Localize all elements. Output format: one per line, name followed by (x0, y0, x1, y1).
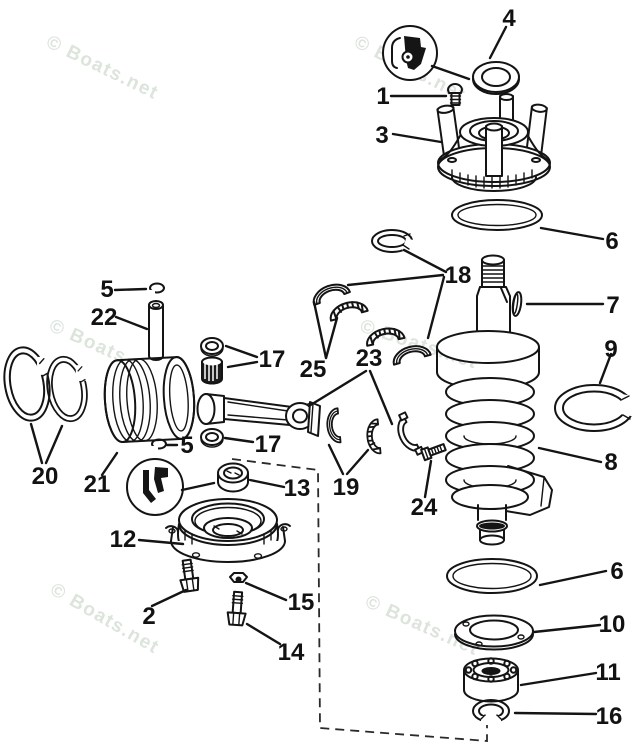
callout-19: 19 (333, 474, 360, 501)
needle-cage-half-upper (329, 301, 369, 322)
leader-lines (29, 25, 613, 716)
leader-17-lower (223, 436, 255, 444)
bearing-liner-half-upper (312, 283, 351, 306)
callout-5-upper: 5 (100, 276, 113, 303)
callout-5-lower: 5 (180, 432, 193, 459)
callout-4: 4 (502, 5, 516, 32)
seal-detail-inset-lower (126, 458, 216, 516)
key-part-7 (511, 291, 523, 317)
leader-15 (244, 581, 288, 602)
callout-9: 9 (604, 336, 617, 363)
callout-24: 24 (411, 494, 438, 521)
callout-8: 8 (604, 449, 617, 476)
leader-9 (598, 352, 613, 385)
bearing-liner-half-lower (392, 345, 432, 366)
leader-6-bottom (538, 569, 608, 587)
leader-13 (248, 478, 286, 489)
pin-clip-lower-part-5 (150, 438, 167, 451)
retaining-ring-part-9 (554, 384, 640, 432)
leader-8 (537, 446, 603, 464)
connecting-rod-part-23 (196, 393, 321, 437)
callout-21: 21 (84, 471, 111, 498)
bolt-part-14 (226, 590, 247, 627)
washer-plate-part-10 (454, 614, 534, 651)
bearing-housing-part-3 (436, 93, 551, 192)
o-ring-bottom-part-6 (446, 558, 538, 594)
leader-10 (532, 623, 602, 634)
crankshaft-part-8 (436, 254, 553, 546)
callout-12: 12 (110, 526, 137, 553)
leader-24 (423, 459, 433, 499)
leader-12 (137, 538, 185, 546)
assembly-dashed-line (231, 458, 488, 742)
leader-18 (346, 248, 448, 340)
callout-10: 10 (599, 611, 626, 638)
seal-part-13 (217, 462, 249, 493)
leader-20 (29, 422, 64, 465)
callout-25: 25 (300, 356, 327, 383)
rod-bearing-shell (326, 407, 342, 444)
piston-ring-inner (46, 355, 89, 423)
callout-13: 13 (284, 475, 311, 502)
callout-18: 18 (445, 262, 472, 289)
watermark: © Boats.net (43, 32, 162, 105)
retaining-ring-part-16 (472, 699, 510, 725)
leader-11 (519, 671, 598, 687)
callout-23: 23 (356, 345, 383, 372)
piston-part-21 (103, 356, 196, 444)
leader-14 (245, 622, 282, 646)
snap-ring-part-18 (371, 229, 422, 256)
cap-screw-part-24 (420, 443, 447, 462)
callout-numbers: 4 1 3 6 18 7 9 8 5 22 17 25 23 5 17 21 2… (32, 5, 626, 730)
ball-bearing-part-11 (463, 657, 519, 703)
callout-2: 2 (142, 603, 155, 630)
callout-15: 15 (288, 589, 315, 616)
leader-25 (312, 300, 339, 360)
crankcase-head-part-12 (165, 498, 291, 563)
seal-detail-inset (382, 25, 471, 81)
callout-7: 7 (606, 292, 619, 319)
leader-23 (307, 369, 394, 426)
callout-6-bottom: 6 (610, 558, 623, 585)
screw-part-1 (447, 83, 463, 106)
leader-17-upper (224, 344, 259, 369)
callout-17-upper: 17 (259, 346, 286, 373)
callout-6-top: 6 (605, 228, 618, 255)
leader-6-top (539, 226, 605, 241)
o-ring-top-part-6 (451, 199, 543, 231)
callout-16: 16 (596, 703, 623, 730)
leader-3 (391, 132, 443, 144)
leader-5-upper (113, 287, 148, 292)
rod-cap-half (397, 411, 425, 456)
bolt-part-2 (179, 558, 200, 593)
nut-part-15 (229, 572, 248, 583)
needle-cage-half-center (366, 327, 406, 347)
callout-20: 20 (32, 463, 59, 490)
callout-22: 22 (91, 304, 118, 331)
callout-3: 3 (375, 122, 388, 149)
thrust-washer-upper-part-17 (200, 337, 224, 357)
leader-22 (114, 315, 149, 331)
callout-17-lower: 17 (255, 431, 282, 458)
piston-ring-outer (3, 346, 52, 422)
leader-16 (513, 711, 598, 716)
needle-cage-part-17 (201, 356, 223, 385)
leader-2 (150, 588, 188, 608)
callout-14: 14 (278, 639, 305, 666)
seal-part-4 (472, 61, 520, 95)
leader-21 (100, 451, 119, 477)
callout-1: 1 (376, 83, 389, 110)
callout-11: 11 (595, 659, 620, 686)
thrust-washer-lower-part-17 (200, 428, 224, 448)
pin-clip-upper-part-5 (147, 282, 165, 296)
rod-needle-cage-half (366, 418, 382, 455)
housing-tabs (436, 93, 548, 162)
piston-pin-part-22 (148, 300, 164, 361)
leader-19 (327, 443, 370, 476)
leader-4 (488, 25, 508, 60)
